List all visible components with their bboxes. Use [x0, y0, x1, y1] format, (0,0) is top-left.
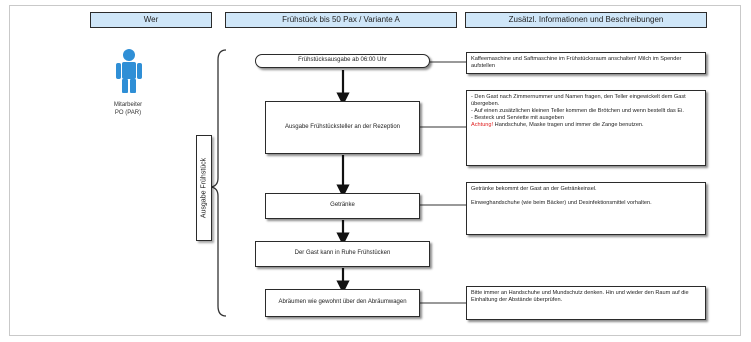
header-info: Zusätzl. Informationen und Beschreibunge… [465, 12, 707, 28]
note-drinks-line-1: Getränke bekommt der Gast an der Getränk… [471, 186, 597, 192]
step-start-label: Frühstücksausgabe ab 06:00 Uhr [298, 57, 387, 64]
note-hygiene-text: Bitte immer an Handschuhe und Mundschutz… [471, 290, 689, 303]
note-drinks-line-2: Einweghandschuhe (wie beim Bäcker) und D… [471, 200, 652, 206]
note-setup: Kaffeemaschine und Saftmaschine im Frühs… [466, 52, 706, 74]
actor-label: Mitarbeiter PO (PAR) [100, 101, 156, 117]
swimlane-label: Ausgabe Frühstück [200, 157, 208, 219]
note-serving-line-3: - Besteck und Serviette mit ausgeben [471, 115, 564, 121]
step-guest-eats: Der Gast kann in Ruhe Frühstücken [255, 241, 430, 267]
actor-subtitle: PO (PAR) [114, 110, 142, 116]
step-drinks: Getränke [265, 193, 420, 219]
swimlane-label-box: Ausgabe Frühstück [196, 135, 212, 241]
step-guest-eats-label: Der Gast kann in Ruhe Frühstücken [294, 250, 391, 257]
note-serving-line-2: - Auf einen zusätzlichen kleinen Teller … [471, 108, 684, 114]
note-serving-line-1: - Den Gast nach Zimmernummer und Namen f… [471, 94, 686, 107]
note-drinks: Getränke bekommt der Gast an der Getränk… [466, 182, 706, 235]
header-who: Wer [90, 12, 212, 28]
warning-label: Achtung! [471, 122, 494, 128]
person-icon [116, 49, 142, 93]
step-drinks-label: Getränke [330, 202, 355, 209]
note-hygiene: Bitte immer an Handschuhe und Mundschutz… [466, 286, 706, 320]
note-serving: - Den Gast nach Zimmernummer und Namen f… [466, 90, 706, 166]
step-start: Frühstücksausgabe ab 06:00 Uhr [255, 54, 430, 68]
step-clear: Abräumen wie gewohnt über den Abräumwage… [265, 289, 420, 317]
step-serve-plate: Ausgabe Frühstücksteller an der Rezeptio… [265, 101, 420, 154]
step-clear-label: Abräumen wie gewohnt über den Abräumwage… [278, 299, 407, 306]
note-setup-text: Kaffeemaschine und Saftmaschine im Frühs… [471, 56, 682, 69]
step-serve-plate-label: Ausgabe Frühstücksteller an der Rezeptio… [284, 123, 401, 130]
swimlane-bracket [210, 49, 227, 317]
header-process: Frühstück bis 50 Pax / Variante A [225, 12, 457, 28]
warning-text: Handschuhe, Maske tragen und immer die Z… [493, 122, 644, 128]
note-serving-line-4: Achtung! Handschuhe, Maske tragen und im… [471, 122, 701, 129]
actor-name: Mitarbeiter [113, 102, 143, 108]
